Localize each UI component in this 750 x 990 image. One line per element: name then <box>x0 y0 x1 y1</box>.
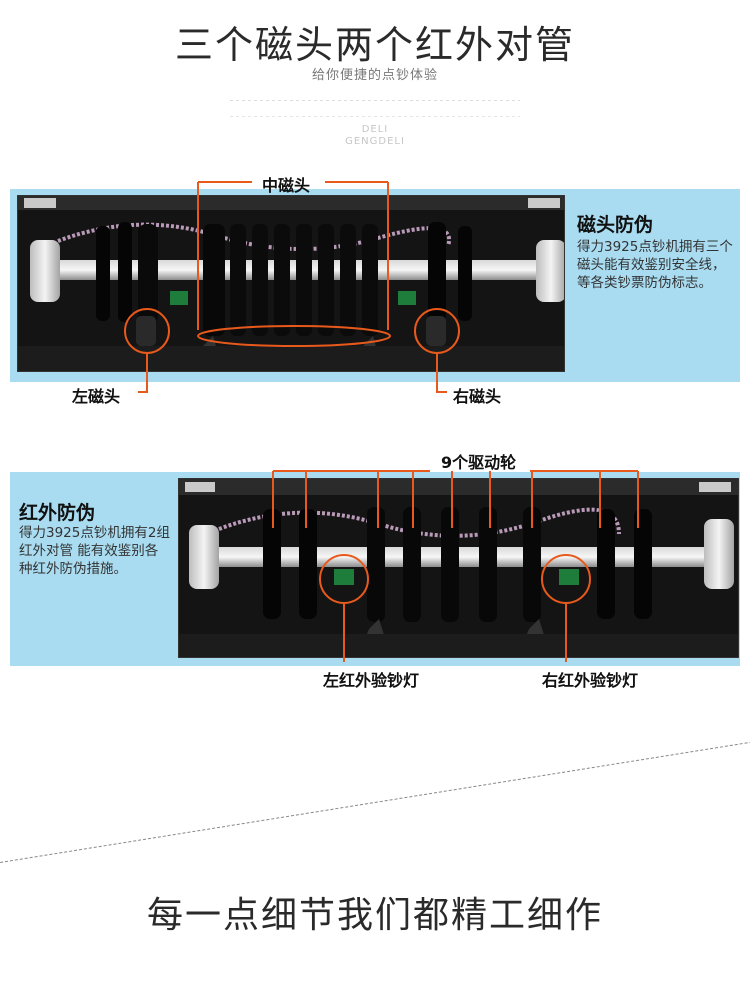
diagonal-divider <box>0 741 750 863</box>
label-right-head: 右磁头 <box>453 387 502 406</box>
label-right-infrared: 右红外验钞灯 <box>542 671 639 690</box>
left-head-highlight <box>124 308 170 354</box>
leader-line <box>138 353 148 393</box>
magnetic-heading: 磁头防伪 <box>577 214 654 236</box>
magnetic-description: 得力3925点钞机拥有三个磁头能有效鉴别安全线，等各类钞票防伪标志。 <box>577 239 733 291</box>
infrared-description: 得力3925点钞机拥有2组红外对管 能有效鉴别各种红外防伪措施。 <box>19 525 170 577</box>
page-title: 三个磁头两个红外对管 <box>174 23 575 67</box>
infrared-photo <box>178 478 739 658</box>
right-head-highlight <box>414 308 460 354</box>
right-infrared-highlight <box>541 554 591 604</box>
footer-tagline: 每一点细节我们都精工细作 <box>146 895 603 936</box>
magnetic-annotation-overlay <box>124 181 460 393</box>
label-drive-wheels: 9个驱动轮 <box>441 453 517 472</box>
brand-watermark: DELI GENGDELI <box>0 124 750 148</box>
center-head-highlight <box>197 325 391 347</box>
machine-interior-illustration <box>179 479 738 657</box>
leader-line <box>436 353 447 393</box>
machine-interior-illustration <box>18 196 564 371</box>
page-subtitle: 给你便捷的点钞体验 <box>311 68 438 83</box>
decorative-line <box>230 116 520 117</box>
label-center-head: 中磁头 <box>262 176 311 195</box>
brand-line: DELI <box>361 124 389 135</box>
infrared-annotation-overlay <box>272 470 639 662</box>
label-left-infrared: 左红外验钞灯 <box>323 671 420 690</box>
decorative-line <box>230 100 520 101</box>
magnetic-heads-photo <box>17 195 565 372</box>
brand-line: GENGDELI <box>345 136 405 147</box>
infrared-heading: 红外防伪 <box>19 502 96 524</box>
label-left-head: 左磁头 <box>72 387 121 406</box>
left-infrared-highlight <box>319 554 369 604</box>
